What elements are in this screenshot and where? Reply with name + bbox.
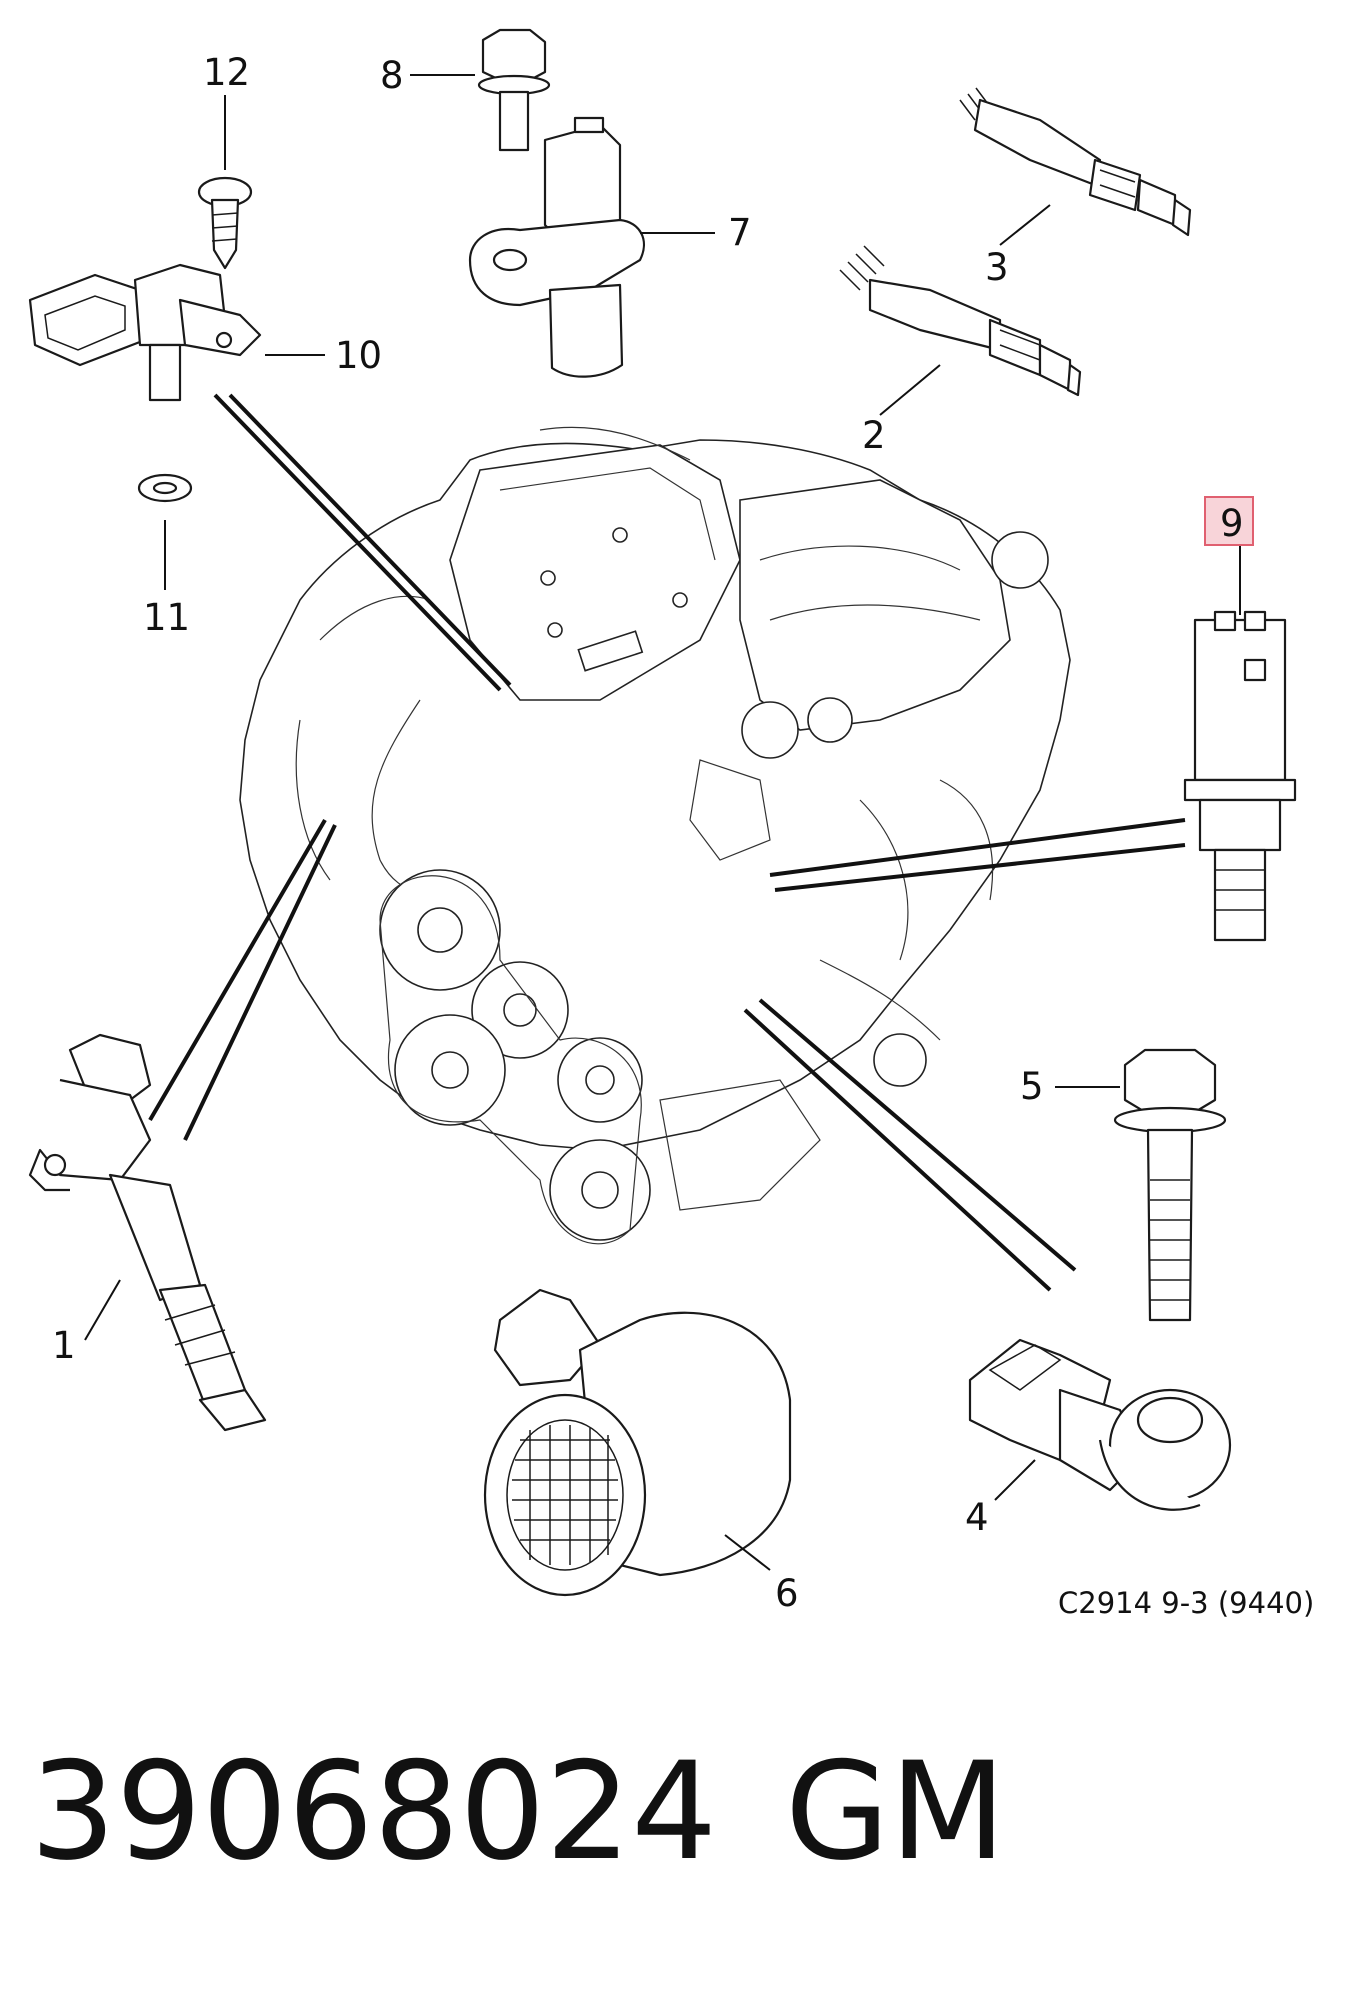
part-6-mass-airflow-sensor [483, 1288, 792, 1597]
brand-name: GM [785, 1733, 1006, 1890]
part-1-camshaft-solenoid [28, 1033, 267, 1432]
part-2-oxygen-sensor [839, 245, 1082, 397]
callout-6: 6 [775, 1572, 799, 1615]
highlight-box-9 [1204, 496, 1254, 546]
part-12-screw [197, 176, 253, 270]
callout-2: 2 [862, 414, 886, 457]
part-11-washer [137, 473, 193, 503]
callout-7: 7 [728, 211, 752, 254]
callout-3: 3 [985, 246, 1009, 289]
part-9-temperature-sensor [1183, 610, 1297, 942]
callout-9: 9 [1220, 502, 1244, 545]
callout-1: 1 [52, 1324, 76, 1367]
part-7-position-sensor [468, 116, 646, 378]
callout-4: 4 [965, 1496, 989, 1539]
part-4-knock-sensor [968, 1338, 1232, 1511]
callout-10: 10 [335, 334, 382, 377]
callout-12: 12 [203, 51, 250, 94]
part-number: 39068024 [30, 1733, 717, 1890]
callout-11: 11 [143, 596, 190, 639]
part-10-map-sensor [28, 263, 262, 402]
diagram-reference-code: C2914 9-3 (9440) [1058, 1586, 1314, 1620]
callout-5: 5 [1020, 1065, 1044, 1108]
callout-8: 8 [380, 54, 404, 97]
leader-lines [84, 74, 1241, 1571]
part-3-oxygen-sensor [959, 87, 1192, 237]
part-5-bolt [1113, 1048, 1227, 1322]
part-8-bolt [477, 28, 551, 152]
